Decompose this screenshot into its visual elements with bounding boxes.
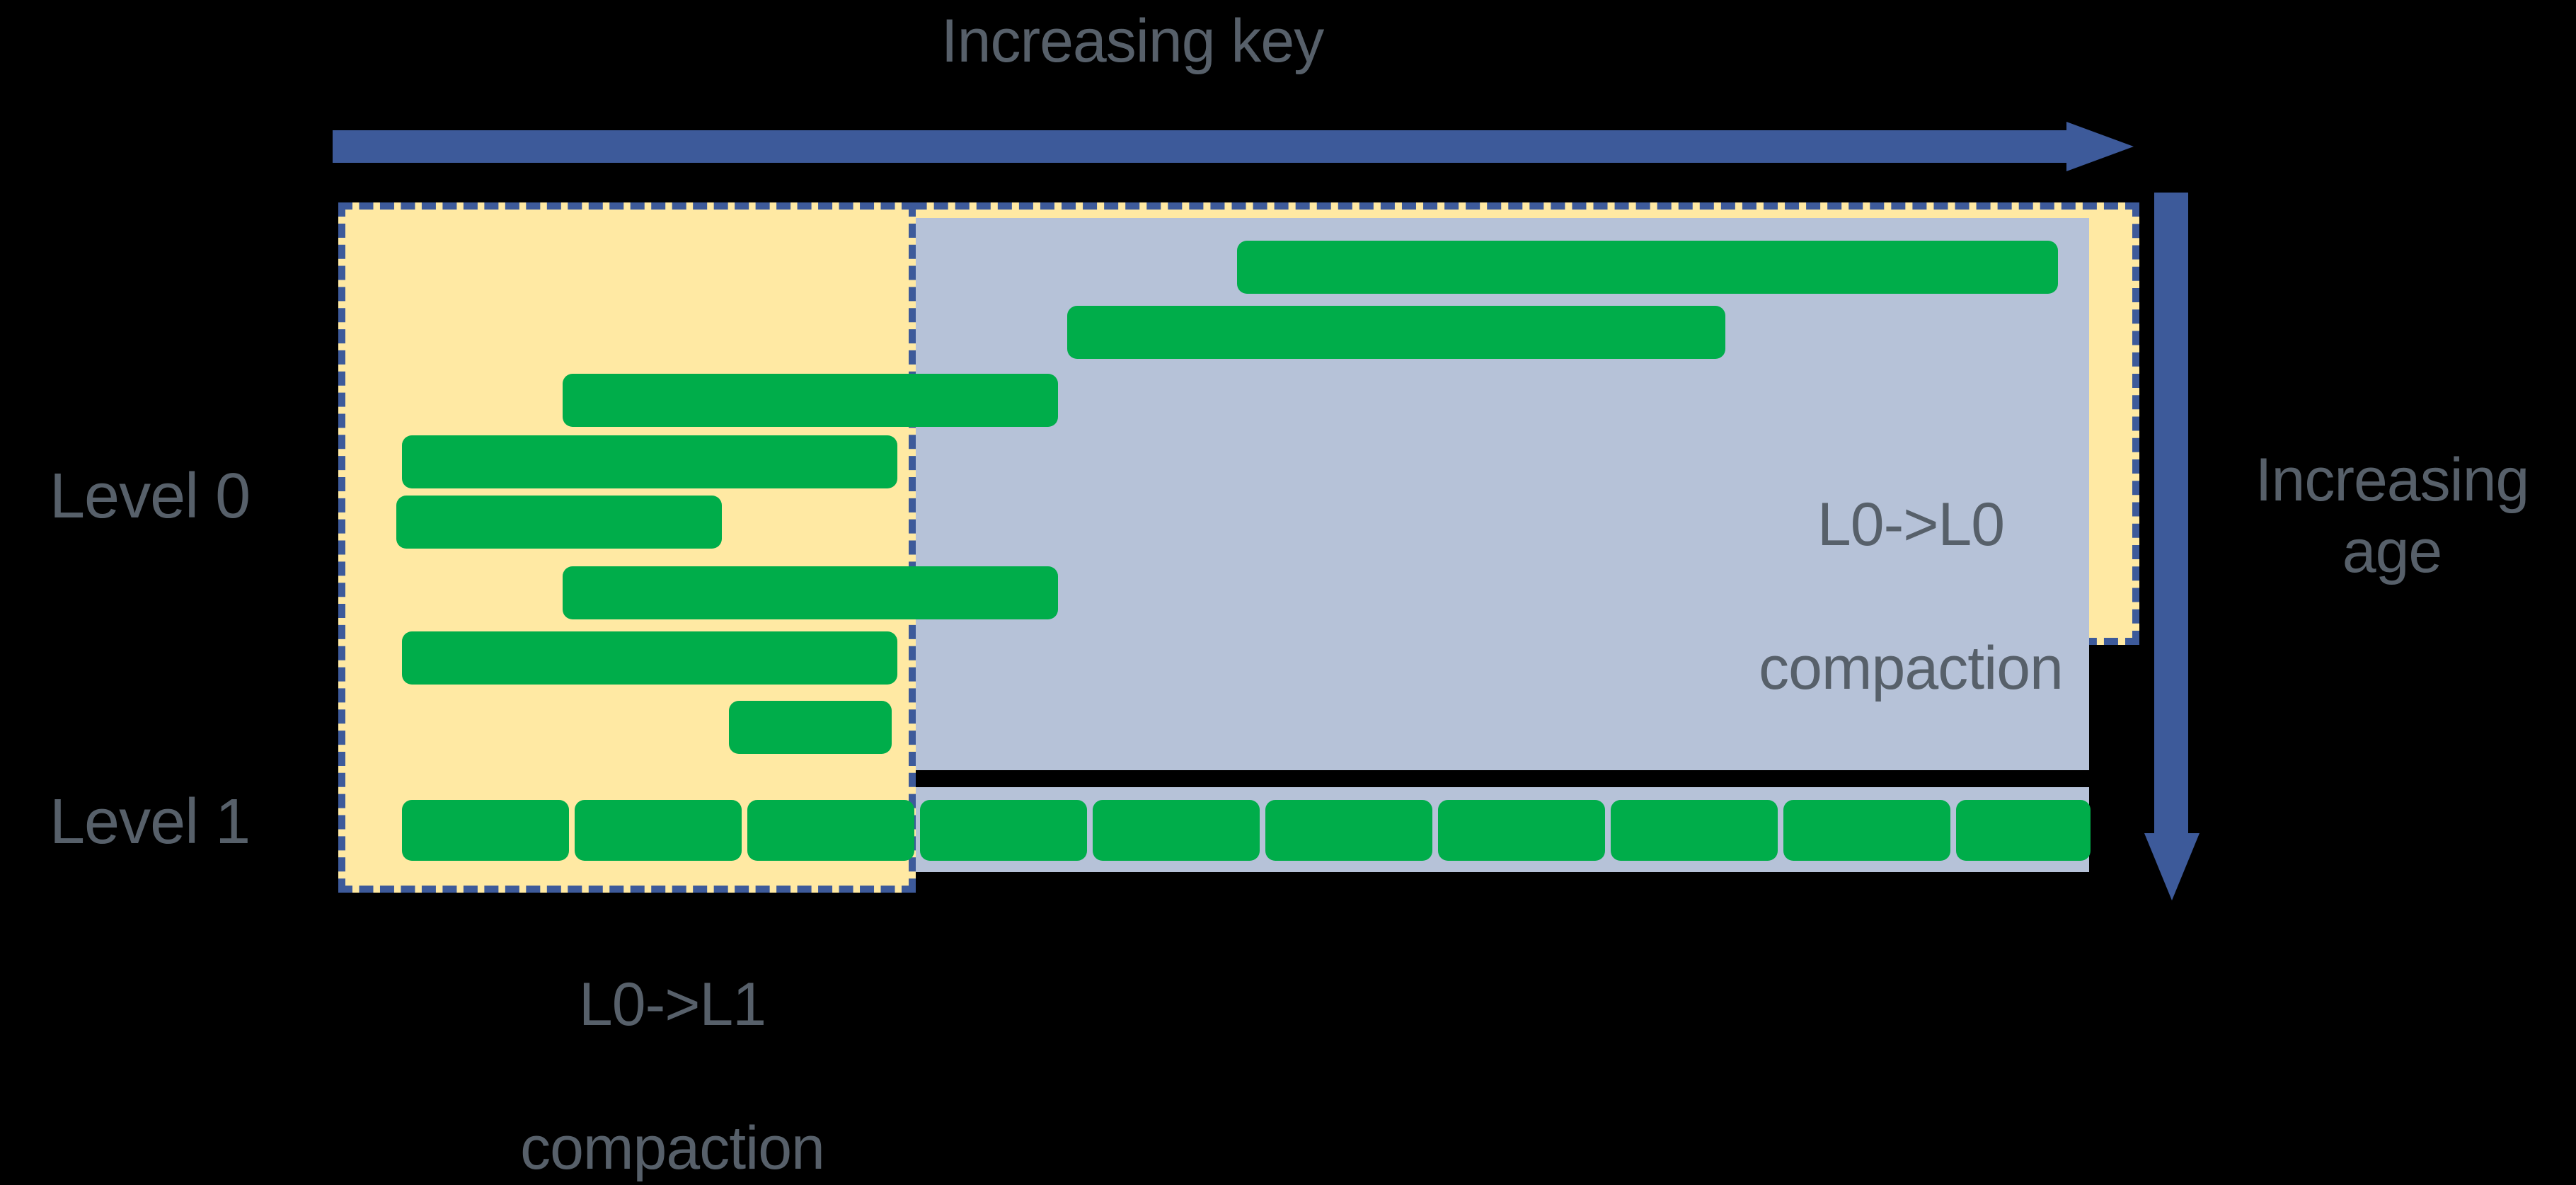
arrow-shaft bbox=[333, 130, 2070, 163]
l0l1-line-1: L0->L1 bbox=[578, 971, 766, 1039]
level-0-sstable[interactable] bbox=[563, 374, 1058, 427]
level-0-sstable[interactable] bbox=[396, 496, 722, 549]
l0-to-l0-compaction-label: L0->L0 compaction bbox=[1691, 418, 2130, 705]
level-0-label: Level 0 bbox=[50, 461, 251, 532]
arrow-shaft bbox=[2154, 193, 2188, 837]
level-1-sstable[interactable] bbox=[1956, 800, 2091, 861]
l0l0-line-1: L0->L0 bbox=[1817, 491, 2005, 559]
level-0-sstable[interactable] bbox=[402, 631, 897, 685]
level-1-sstable[interactable] bbox=[920, 800, 1087, 861]
level-1-sstable[interactable] bbox=[1265, 800, 1432, 861]
level-0-sstable[interactable] bbox=[402, 435, 897, 488]
diagram-canvas: Increasing key Increasing age Level 0 Le… bbox=[50, 7, 2530, 1182]
l0l0-line-2: compaction bbox=[1759, 634, 2064, 703]
level-0-sstable[interactable] bbox=[563, 566, 1058, 619]
l0l1-line-2: compaction bbox=[520, 1114, 825, 1183]
level-1-sstable[interactable] bbox=[1611, 800, 1778, 861]
increasing-age-label: Increasing age bbox=[2255, 446, 2530, 586]
right-arrow-icon bbox=[333, 122, 2134, 171]
level-0-sstable[interactable] bbox=[1067, 306, 1725, 359]
level-1-sstable[interactable] bbox=[402, 800, 569, 861]
level-1-sstable[interactable] bbox=[1438, 800, 1605, 861]
sstable-layer bbox=[396, 241, 2091, 861]
level-1-label: Level 1 bbox=[50, 786, 251, 857]
level-0-sstable[interactable] bbox=[1237, 241, 2058, 294]
level-0-sstable[interactable] bbox=[729, 701, 892, 754]
level-1-sstable[interactable] bbox=[575, 800, 742, 861]
level-1-sstable[interactable] bbox=[747, 800, 914, 861]
l0-to-l1-compaction-label: L0->L1 compaction bbox=[425, 898, 920, 1185]
increasing-key-label: Increasing key bbox=[941, 7, 1325, 75]
level-1-sstable[interactable] bbox=[1783, 800, 1950, 861]
down-arrow-icon bbox=[2144, 193, 2200, 900]
level-1-sstable[interactable] bbox=[1093, 800, 1260, 861]
